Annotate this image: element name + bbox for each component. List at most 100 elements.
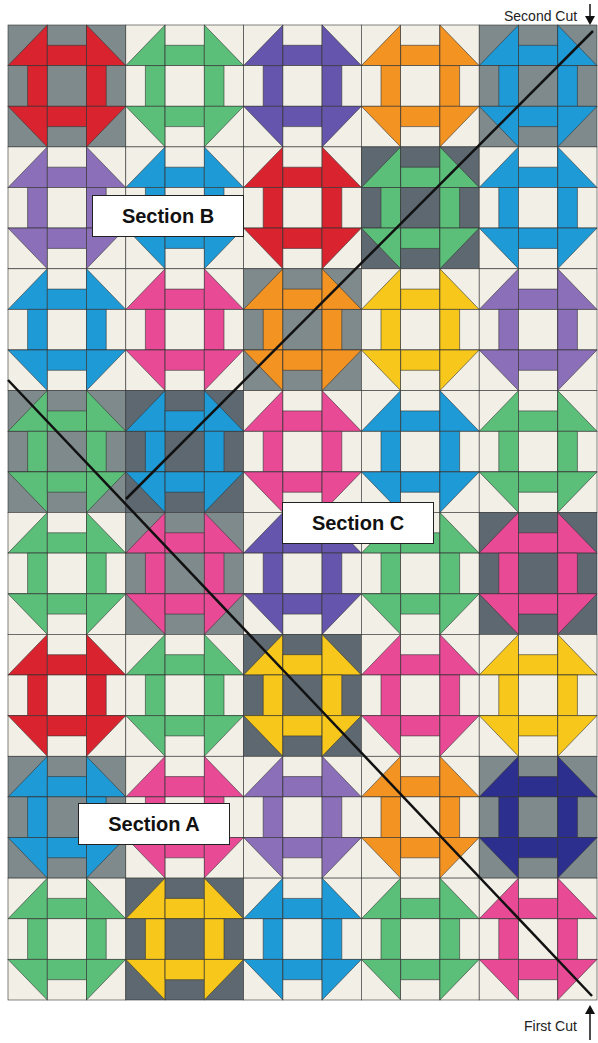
- quilt-patch: [244, 513, 283, 554]
- quilt-patch: [519, 655, 558, 675]
- quilt-unit: [361, 66, 400, 107]
- quilt-unit: [519, 959, 558, 1000]
- quilt-unit: [558, 756, 597, 797]
- quilt-patch: [47, 106, 86, 126]
- quilt-patch: [322, 147, 361, 188]
- quilt-unit: [204, 391, 243, 432]
- quilt-patch: [47, 898, 86, 918]
- quilt-patch: [126, 634, 165, 675]
- quilt-patch: [8, 878, 47, 919]
- quilt-patch: [361, 147, 400, 188]
- quilt-unit: [479, 634, 518, 675]
- quilt-unit: [165, 147, 204, 188]
- quilt-patch: [244, 838, 283, 879]
- quilt-patch: [165, 289, 204, 309]
- quilt-patch: [244, 594, 283, 635]
- quilt-unit: [479, 513, 518, 554]
- quilt-unit: [204, 269, 243, 310]
- quilt-patch: [283, 959, 322, 979]
- quilt-patch: [87, 594, 126, 635]
- quilt-patch: [440, 959, 479, 1000]
- quilt-patch: [204, 472, 243, 513]
- quilt-patch: [479, 269, 518, 310]
- quilt-unit: [440, 472, 479, 513]
- quilt-unit: [244, 634, 283, 675]
- quilt-patch: [361, 756, 400, 797]
- quilt-patch: [263, 188, 283, 229]
- quilt-patch: [440, 228, 479, 269]
- quilt-unit: [479, 431, 518, 472]
- quilt-unit: [361, 228, 400, 269]
- quilt-patch: [263, 431, 283, 472]
- quilt-unit: [558, 391, 597, 432]
- quilt-unit: [204, 919, 243, 960]
- quilt-unit: [401, 634, 440, 675]
- quilt-patch: [87, 716, 126, 757]
- quilt-unit: [361, 309, 400, 350]
- quilt-unit: [126, 716, 165, 757]
- quilt-patch: [8, 634, 47, 675]
- quilt-patch: [361, 25, 400, 66]
- quilt-unit: [244, 594, 283, 635]
- quilt-patch: [28, 797, 48, 838]
- quilt-unit: [479, 66, 518, 107]
- quilt-unit: [322, 675, 361, 716]
- quilt-unit: [558, 66, 597, 107]
- quilt-unit: [479, 959, 518, 1000]
- quilt-patch: [283, 777, 322, 797]
- quilt-unit: [519, 269, 558, 310]
- quilt-patch: [322, 228, 361, 269]
- quilt-patch: [126, 756, 165, 797]
- quilt-unit: [479, 675, 518, 716]
- quilt-patch: [145, 431, 165, 472]
- quilt-unit: [440, 513, 479, 554]
- quilt-patch: [204, 431, 224, 472]
- quilt-patch: [479, 513, 518, 554]
- quilt-patch: [440, 513, 479, 554]
- quilt-unit: [361, 756, 400, 797]
- quilt-unit: [8, 756, 47, 797]
- quilt-patch: [28, 188, 48, 229]
- quilt-patch: [479, 350, 518, 391]
- cut-label: First Cut: [524, 1018, 577, 1034]
- quilt-patch: [401, 898, 440, 918]
- quilt-unit: [8, 106, 47, 147]
- quilt-patch: [499, 797, 519, 838]
- quilt-patch: [244, 269, 283, 310]
- quilt-unit: [244, 309, 283, 350]
- quilt-patch: [8, 147, 47, 188]
- quilt-unit: [165, 634, 204, 675]
- quilt-unit: [519, 106, 558, 147]
- quilt-patch: [263, 919, 283, 960]
- quilt-patch: [204, 959, 243, 1000]
- quilt-unit: [283, 350, 322, 391]
- quilt-patch: [126, 147, 165, 188]
- quilt-unit: [401, 25, 440, 66]
- quilt-unit: [8, 716, 47, 757]
- quilt-unit: [8, 878, 47, 919]
- quilt-unit: [558, 513, 597, 554]
- quilt-unit: [8, 431, 47, 472]
- quilt-patch: [322, 716, 361, 757]
- quilt-patch: [440, 147, 479, 188]
- quilt-patch: [558, 919, 578, 960]
- quilt-unit: [47, 147, 86, 188]
- quilt-unit: [47, 188, 86, 229]
- quilt-unit: [479, 350, 518, 391]
- quilt-unit: [126, 66, 165, 107]
- quilt-unit: [440, 188, 479, 229]
- quilt-unit: [126, 919, 165, 960]
- quilt-patch: [47, 350, 86, 370]
- quilt-patch: [401, 838, 440, 858]
- quilt-patch: [479, 391, 518, 432]
- quilt-unit: [519, 716, 558, 757]
- quilt-unit: [440, 797, 479, 838]
- quilt-unit: [244, 919, 283, 960]
- quilt-unit: [244, 959, 283, 1000]
- quilt-patch: [283, 167, 322, 187]
- quilt-unit: [126, 106, 165, 147]
- quilt-unit: [165, 472, 204, 513]
- quilt-patch: [558, 634, 597, 675]
- quilt-unit: [361, 594, 400, 635]
- quilt-unit: [165, 878, 204, 919]
